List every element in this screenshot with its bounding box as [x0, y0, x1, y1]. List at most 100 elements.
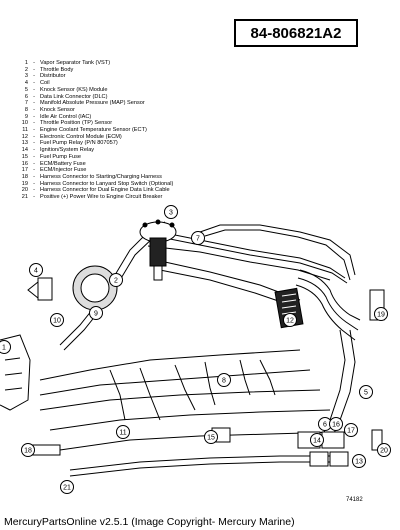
legend-dash: -	[33, 60, 35, 66]
legend-item-label: Harness Connector for Dual Engine Data L…	[40, 187, 170, 194]
callout-label: 20	[380, 448, 388, 455]
legend-item-number: 2	[24, 66, 28, 73]
callout-7: 7	[191, 231, 205, 245]
legend-item-label: Fuel Pump Relay (P/N 807057)	[40, 140, 118, 147]
callout-19: 19	[374, 307, 388, 321]
legend-item: 11-Engine Coolant Temperature Sensor (EC…	[18, 127, 248, 134]
legend-item-label: Harness Connector to Starting/Charging H…	[40, 173, 162, 180]
callout-circle	[21, 443, 35, 457]
legend-dash: -	[33, 160, 35, 167]
legend-dash: -	[33, 86, 35, 93]
vapor-separator-tank	[0, 334, 31, 411]
callout-label: 11	[119, 430, 126, 437]
legend-item-label: Throttle Position (TP) Sensor	[40, 120, 113, 127]
callout-circle	[329, 417, 343, 431]
legend-item-number: 15	[21, 153, 28, 160]
callout-20: 20	[377, 443, 391, 457]
legend-item: 7-Manifold Absolute Pressure (MAP) Senso…	[18, 100, 248, 107]
parts-legend: 1-Vapor Separator Tank (VST)2-Throttle B…	[18, 60, 248, 201]
legend-item-number: 18	[21, 173, 28, 180]
legend-item-label: Engine Coolant Temperature Sensor (ECT)	[40, 127, 147, 134]
legend-item-number: 19	[21, 180, 28, 187]
callout-8: 8	[217, 373, 231, 387]
legend-item-number: 11	[22, 127, 28, 134]
callout-4: 4	[29, 263, 43, 277]
callout-2: 2	[109, 273, 123, 287]
copyright-footer: MercuryPartsOnline v2.5.1 (Image Copyrig…	[4, 516, 295, 528]
legend-item-label: Vapor Separator Tank (VST)	[40, 60, 111, 66]
callout-circle	[89, 306, 103, 320]
callout-circle	[204, 430, 218, 444]
legend-dash: -	[33, 73, 35, 80]
legend-dash: -	[33, 173, 35, 180]
callout-label: 13	[355, 459, 363, 466]
legend-item: 20-Harness Connector for Dual Engine Dat…	[18, 187, 248, 194]
callout-18: 18	[21, 443, 35, 457]
legend-item: 10-Throttle Position (TP) Sensor	[18, 120, 248, 127]
legend-dash: -	[33, 66, 35, 73]
coil	[27, 277, 53, 301]
legend-dash: -	[33, 133, 35, 140]
legend-dash: -	[33, 147, 35, 154]
legend-item-number: 21	[21, 194, 28, 201]
legend-dash: -	[33, 113, 35, 120]
callout-label: 18	[24, 448, 32, 455]
callout-circle	[60, 480, 74, 494]
callout-label: 19	[377, 312, 385, 319]
legend-item: 19-Harness Connector to Lanyard Stop Swi…	[18, 181, 248, 188]
legend-item-number: 9	[24, 113, 28, 120]
callout-13: 13	[352, 454, 366, 468]
legend-item-number: 17	[21, 167, 28, 174]
callout-label: 9	[94, 311, 98, 318]
legend-item: 15-Fuel Pump Fuse	[18, 154, 248, 161]
drawing-number: 74182	[346, 497, 363, 503]
throttle-body	[72, 265, 118, 311]
legend-item: 2-Throttle Body	[18, 67, 248, 74]
callout-circle	[283, 313, 297, 327]
legend-item: 18-Harness Connector to Starting/Chargin…	[18, 174, 248, 181]
legend-item-label: Idle Air Control (IAC)	[40, 113, 92, 120]
callout-label: 5	[364, 390, 368, 397]
callout-label: 16	[332, 422, 340, 429]
legend-dash: -	[33, 80, 35, 87]
callout-circle	[0, 340, 11, 354]
legend-dash: -	[33, 127, 35, 134]
legend-dash: -	[33, 153, 35, 160]
callout-16: 16	[329, 417, 343, 431]
callout-circle	[344, 423, 358, 437]
callout-circle	[164, 205, 178, 219]
legend-item-label: Knock Sensor	[40, 106, 75, 113]
callout-label: 12	[286, 318, 294, 325]
legend-item: 8-Knock Sensor	[18, 107, 248, 114]
callout-15: 15	[204, 430, 218, 444]
legend-item-number: 3	[24, 73, 28, 80]
legend-item-label: Manifold Absolute Pressure (MAP) Sensor	[40, 100, 145, 107]
legend-item-label: Ignition/System Relay	[40, 147, 95, 154]
legend-item-number: 7	[24, 100, 28, 107]
callout-5: 5	[359, 385, 373, 399]
legend-item-number: 10	[21, 120, 28, 127]
callout-label: 17	[347, 428, 355, 435]
legend-item-label: Data Link Connector (DLC)	[40, 93, 108, 100]
legend-item-number: 1	[24, 60, 28, 66]
callout-21: 21	[60, 480, 74, 494]
legend-item: 6-Data Link Connector (DLC)	[18, 94, 248, 101]
legend-item-label: Throttle Body	[40, 66, 74, 73]
legend-dash: -	[33, 167, 35, 174]
legend-item-label: Coil	[40, 80, 50, 87]
callout-label: 6	[323, 422, 327, 429]
callout-label: 1	[2, 345, 6, 352]
legend-item-number: 20	[21, 187, 28, 194]
legend-dash: -	[33, 93, 35, 100]
relay-fuse-cluster	[211, 427, 349, 467]
callout-10: 10	[50, 313, 64, 327]
callout-12: 12	[283, 313, 297, 327]
callout-label: 8	[222, 378, 226, 385]
callout-3: 3	[164, 205, 178, 219]
legend-item-number: 4	[24, 80, 28, 87]
callout-circle	[310, 433, 324, 447]
legend-item-number: 12	[21, 133, 28, 140]
legend-item-label: Distributor	[40, 73, 66, 80]
